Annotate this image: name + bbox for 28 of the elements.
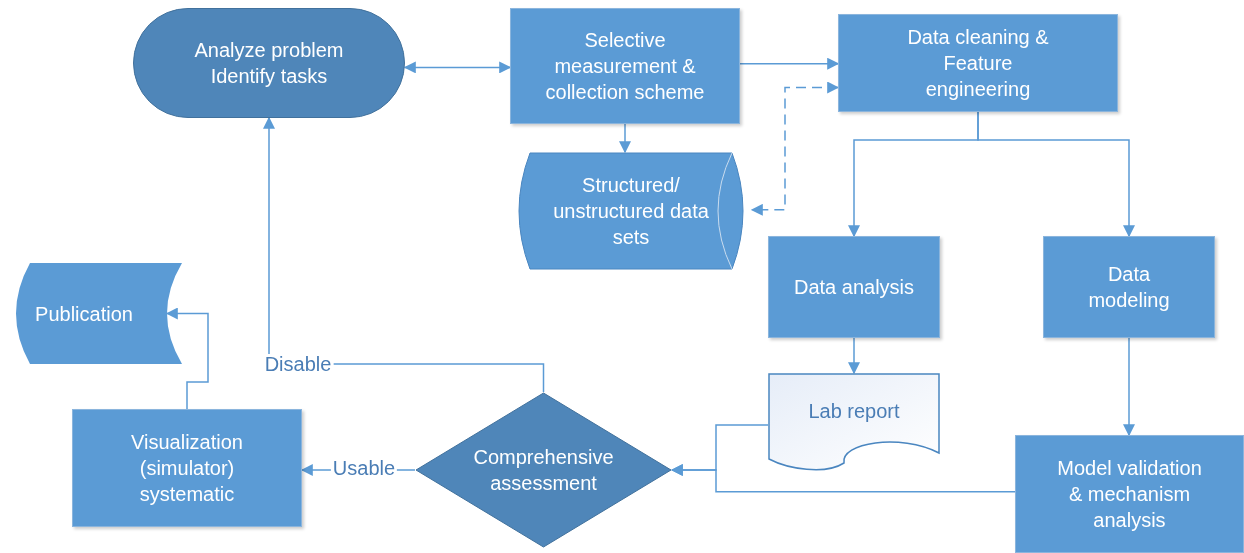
arrow [619, 123, 631, 154]
process-box [838, 14, 1118, 112]
arrow [848, 337, 860, 375]
node-text: Lab report [808, 399, 900, 424]
node-text: Visualization (simulator) systematic [130, 430, 244, 507]
edge-label: Usable [330, 458, 398, 478]
node-text: Data analysis [793, 275, 915, 300]
process-box [510, 8, 740, 124]
process-box [72, 409, 302, 527]
arrow [670, 464, 1016, 493]
node-text: Structured/ unstructured data sets [552, 173, 710, 250]
arrow [739, 57, 840, 70]
arrow [1123, 337, 1135, 437]
arrow [977, 111, 1135, 238]
arrow [750, 81, 840, 216]
node-text: Selective measurement & collection scheme [544, 28, 706, 105]
node-text: Data modeling [1087, 262, 1171, 313]
node-text: Data cleaning & Feature engineering [906, 25, 1050, 102]
arrow [403, 61, 512, 74]
node-text: Model validation & mechanism analysis [1056, 456, 1203, 533]
process-box [768, 236, 940, 338]
process-box [1043, 236, 1215, 338]
document-shape [768, 373, 940, 473]
node-text: Publication [35, 301, 133, 327]
node-text: Comprehensive assessment [472, 445, 615, 496]
decision-diamond [415, 392, 672, 548]
process-box [1015, 435, 1244, 553]
node-text: Analyze problem Identify tasks [193, 38, 345, 89]
